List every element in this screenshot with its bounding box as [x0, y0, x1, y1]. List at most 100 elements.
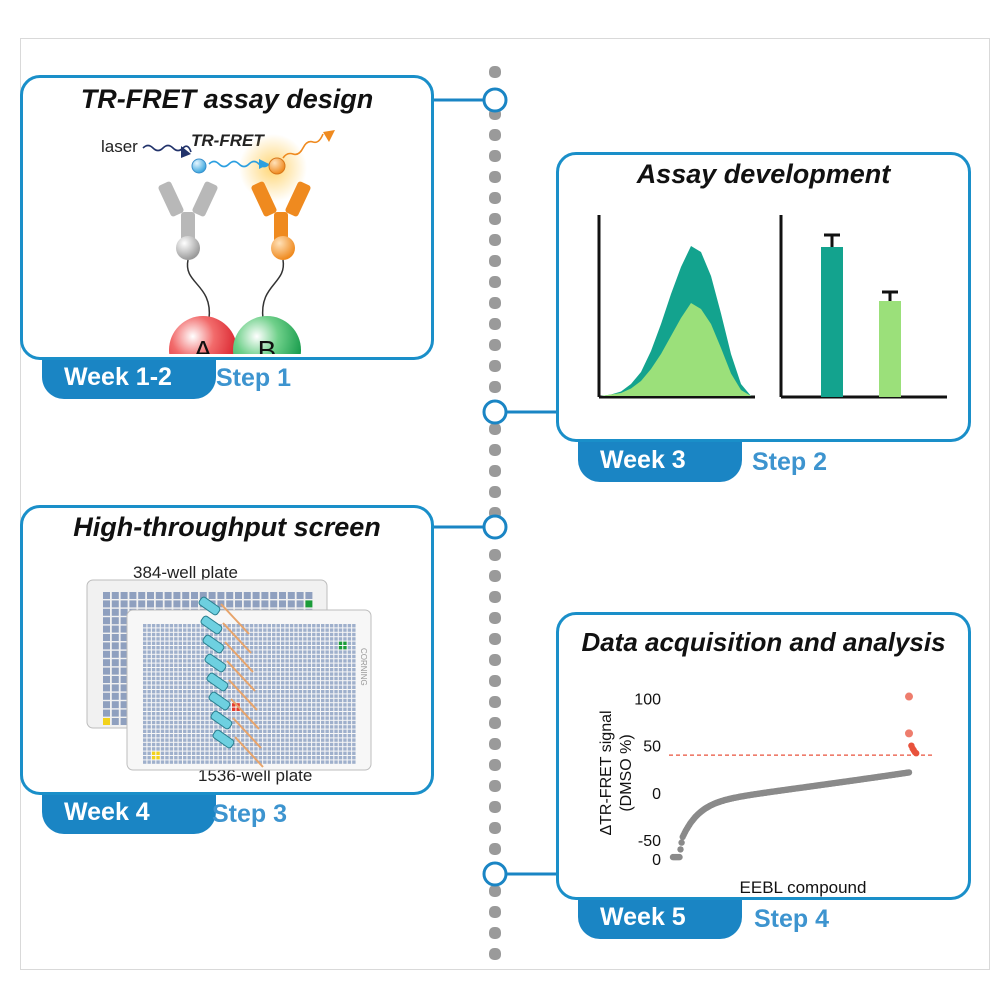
well-1536	[169, 654, 174, 659]
well-1536	[214, 720, 218, 725]
well-1536	[312, 707, 316, 711]
well-1536	[272, 760, 276, 764]
well-1536	[143, 738, 147, 742]
well-1536	[183, 637, 187, 641]
well-1536	[205, 707, 209, 711]
well-1536	[147, 668, 151, 672]
well-1536	[191, 650, 196, 654]
well-1536	[209, 729, 214, 733]
well-1536	[240, 738, 245, 742]
well-1536	[214, 654, 218, 659]
well-1536	[289, 637, 294, 641]
well-384	[217, 592, 225, 599]
well-1536	[334, 729, 338, 733]
well-1536	[245, 650, 249, 654]
well-1536	[191, 747, 196, 751]
well-1536	[156, 668, 160, 672]
well-1536	[316, 729, 320, 733]
well-1536	[200, 751, 205, 755]
well-1536	[352, 756, 356, 760]
well-1536	[338, 676, 343, 681]
well-1536	[276, 738, 280, 742]
well-1536	[289, 694, 294, 698]
well-1536	[205, 628, 209, 632]
well-1536	[165, 712, 169, 716]
scatter-ylabel-line2: (DMSO %)	[618, 734, 635, 811]
well-1536	[205, 632, 209, 637]
well-1536	[303, 690, 307, 694]
trfret-label: TR-FRET	[191, 131, 265, 150]
connector-ring-1	[482, 87, 508, 113]
well-1536	[307, 716, 312, 720]
well-1536	[263, 734, 267, 738]
well-1536	[285, 729, 289, 733]
well-1536	[334, 668, 338, 672]
well-384	[138, 600, 146, 608]
well-1536	[267, 672, 271, 676]
well-1536	[223, 756, 227, 760]
well-1536	[307, 632, 312, 637]
well-1536	[240, 712, 245, 716]
well-1536	[156, 694, 160, 698]
well-1536	[272, 698, 276, 703]
well-1536	[151, 716, 156, 720]
well-1536	[183, 632, 187, 637]
well-1536	[307, 681, 312, 685]
well-1536	[160, 685, 165, 689]
well-1536	[183, 646, 187, 650]
well-1536	[249, 698, 254, 703]
well-1536	[352, 654, 356, 659]
well-1536	[245, 756, 249, 760]
well-1536	[143, 756, 147, 760]
well-1536	[214, 637, 218, 641]
well-1536	[343, 738, 347, 742]
well-1536	[143, 632, 147, 637]
well-384	[270, 592, 278, 599]
well-1536	[329, 756, 334, 760]
well-1536	[200, 720, 205, 725]
well-1536	[236, 747, 240, 751]
well-1536	[200, 663, 205, 667]
well-1536	[298, 685, 303, 689]
well-1536	[325, 690, 329, 694]
well-1536	[151, 742, 156, 747]
well-1536	[267, 698, 271, 703]
well-1536	[263, 641, 267, 645]
week-tab-2: Week 3	[578, 438, 742, 482]
well-1536	[200, 637, 205, 641]
protein-b	[233, 316, 301, 354]
well-1536	[143, 672, 147, 676]
panel-high-throughput: High-throughput screen 384-well plate 15…	[20, 505, 434, 795]
well-1536	[267, 690, 271, 694]
well-1536	[272, 751, 276, 755]
well-1536	[232, 628, 236, 632]
well-1536	[178, 672, 182, 676]
well-1536	[285, 734, 289, 738]
well-1536	[289, 641, 294, 645]
fret-arrow	[259, 159, 269, 169]
well-1536	[338, 738, 343, 742]
well-1536	[249, 641, 254, 645]
well-1536	[325, 756, 329, 760]
well-1536	[280, 703, 285, 707]
well-1536	[249, 707, 254, 711]
scatter-ytick: 0	[652, 786, 661, 803]
well-1536	[347, 650, 352, 654]
well-1536	[321, 637, 325, 641]
well-1536	[143, 703, 147, 707]
well-1536	[165, 632, 169, 637]
well-1536	[307, 747, 312, 751]
well-384	[120, 718, 128, 725]
well-1536	[165, 694, 169, 698]
well-1536	[254, 690, 258, 694]
well-1536	[200, 672, 205, 676]
well-384	[120, 684, 128, 692]
well-1536	[245, 712, 249, 716]
well-1536	[325, 650, 329, 654]
timeline-dot	[489, 549, 501, 561]
well-1536	[151, 685, 156, 689]
well-1536	[156, 628, 160, 632]
well-1536	[178, 760, 182, 764]
well-1536	[338, 707, 343, 711]
well-1536	[298, 716, 303, 720]
